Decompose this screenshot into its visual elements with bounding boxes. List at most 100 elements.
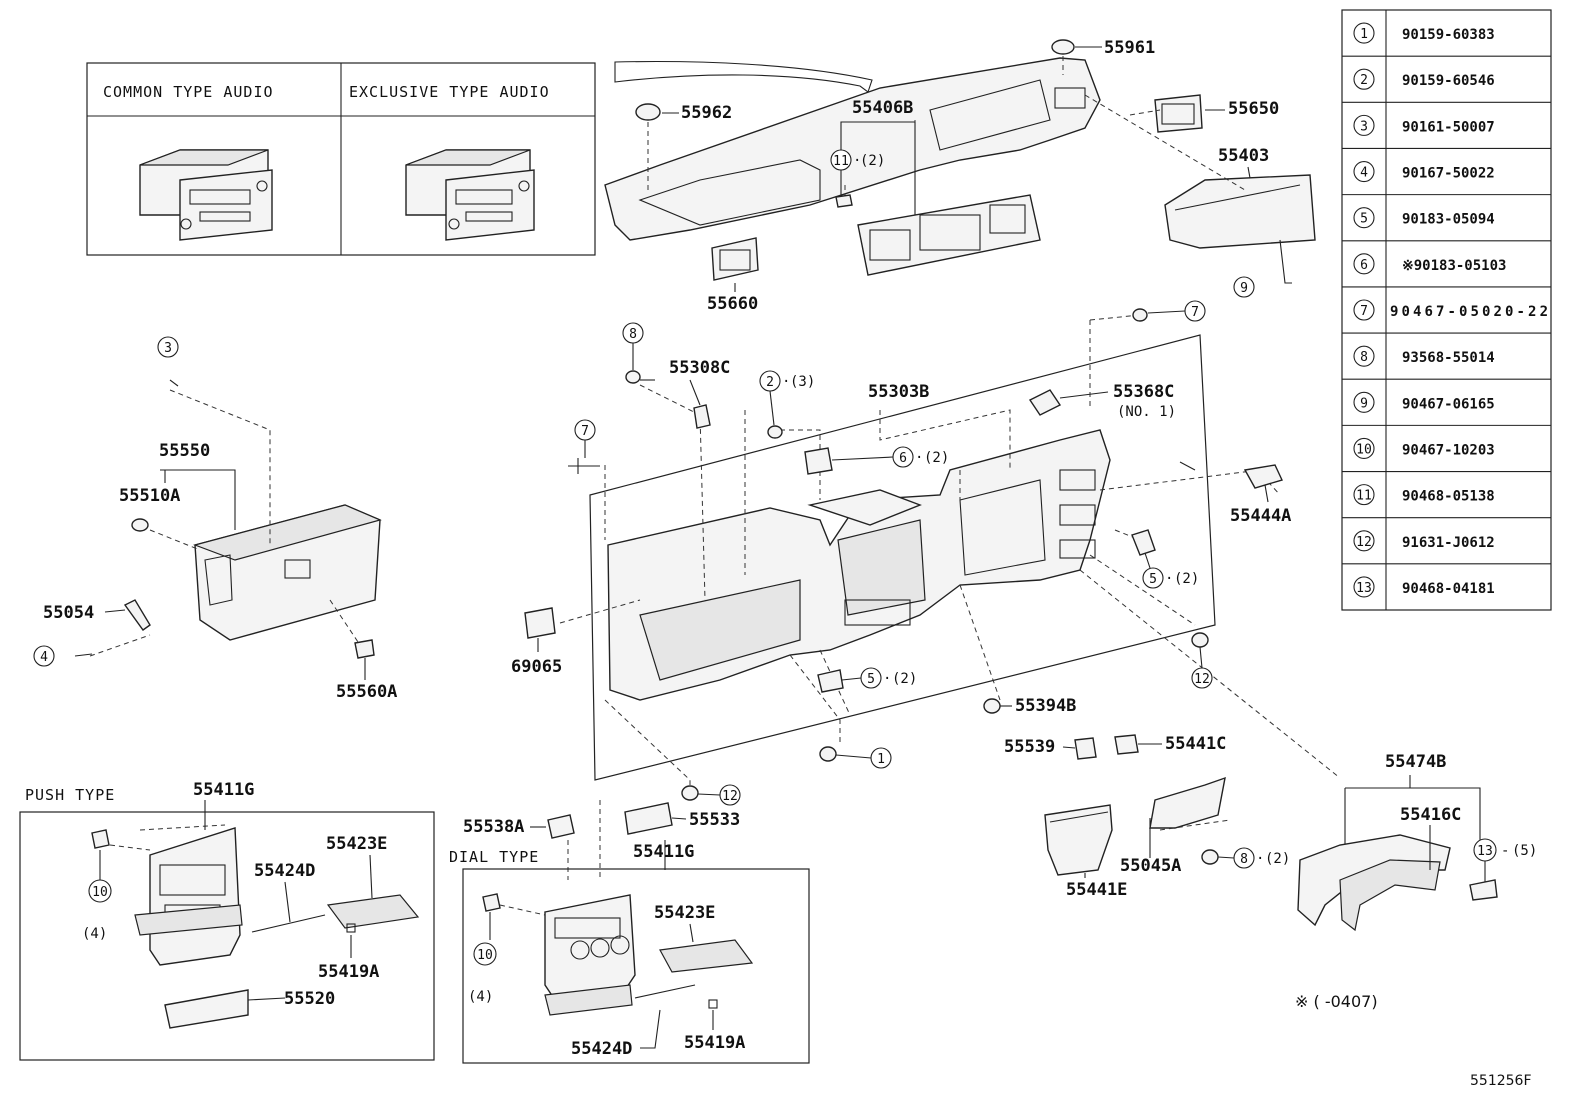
label-push-55424D: 55424D [254,861,315,881]
legend-part-code: 90159-60546 [1402,73,1495,89]
svg-text:8: 8 [629,327,637,342]
label-55368C-note: (NO. 1) [1117,404,1176,420]
label-55539: 55539 [1004,737,1055,757]
legend-part-code: 90159-60383 [1402,27,1495,43]
svg-text:(2): (2) [1265,851,1290,867]
svg-text:(2): (2) [892,671,917,687]
label-dial-55424D: 55424D [571,1039,632,1059]
common-type-audio-header: COMMON TYPE AUDIO [103,83,274,101]
svg-text:(2): (2) [924,450,949,466]
legend-number-circle [1353,207,1375,229]
label-55660: 55660 [707,294,758,314]
legend-row: 1 90159-60383 [1353,22,1495,44]
legend-number-circle [1353,530,1375,552]
label-69065: 69065 [511,657,562,677]
callout-10-push: 10 (4) [82,879,112,942]
legend-number: 4 [1360,166,1368,181]
legend-number: 8 [1360,350,1368,365]
figure-id: 551256F [1470,1073,1532,1089]
svg-text:(3): (3) [790,374,815,390]
legend-number: 3 [1360,119,1368,134]
callout-10-dial: 10 (4) [468,942,497,1005]
label-55650: 55650 [1228,99,1279,119]
legend-part-code: 90183-05094 [1402,212,1495,228]
legend-number: 10 [1356,442,1372,457]
callout-7-lower: 7 [574,419,596,458]
label-55444A: 55444A [1230,506,1291,526]
legend-part-code: 90468-04181 [1402,581,1495,597]
legend-number-circle [1353,299,1375,321]
legend-number-circle [1353,114,1375,136]
callout-4: 4 [33,645,55,667]
callout-8-lower: 8 · (2) [1217,847,1290,869]
common-audio-unit-illustration [139,149,273,241]
svg-text:10: 10 [92,885,108,900]
legend-number-circle [1353,576,1375,598]
footnote-date-range: ※ ( -0407) [1295,992,1378,1011]
callout-6: 6 · (2) [831,446,949,468]
label-55560A: 55560A [336,682,397,702]
label-55368C: 55368C [1113,382,1174,402]
svg-text:7: 7 [581,424,589,439]
glove-box-assembly [74,379,382,659]
svg-text:·: · [782,374,790,390]
legend-number: 7 [1360,304,1368,319]
label-55308C: 55308C [669,358,730,378]
legend-number: 5 [1360,212,1368,227]
legend-part-code: 90167-50022 [1402,166,1495,182]
label-55961: 55961 [1104,38,1155,58]
callout-8-upper: 8 [622,322,644,370]
legend-part-code: 91631-J0612 [1402,535,1495,551]
legend-part-code: 90161-50007 [1402,119,1495,135]
label-dial-55411G: 55411G [633,842,694,862]
label-push-55419A: 55419A [318,962,379,982]
label-55045A: 55045A [1120,856,1181,876]
callout-3: 3 [157,336,179,358]
label-dial-55423E: 55423E [654,903,715,923]
svg-text:13: 13 [1477,844,1493,859]
lower-instrument-panel [524,308,1498,932]
label-push-55520: 55520 [284,989,335,1009]
label-55510A: 55510A [119,486,180,506]
svg-text:2: 2 [766,375,774,390]
label-55303B: 55303B [868,382,929,402]
audio-type-table: COMMON TYPE AUDIO EXCLUSIVE TYPE AUDIO [86,62,596,256]
svg-text:12: 12 [1194,672,1210,687]
callout-9: 9 [1233,276,1255,298]
exclusive-audio-unit-illustration [405,149,535,241]
svg-text:7: 7 [1191,305,1199,320]
label-push-55423E: 55423E [326,834,387,854]
legend-row: 3 90161-50007 [1342,101,1551,136]
svg-text:(5): (5) [1512,843,1537,859]
legend-number: 1 [1360,27,1368,42]
part-number-labels: 55961 55962 55406B 55650 55403 55660 553… [43,38,1461,1059]
svg-text:(2): (2) [860,153,885,169]
legend-number-circle [1353,484,1375,506]
label-55394B: 55394B [1015,696,1076,716]
legend-part-code: ※90183-05103 [1402,258,1506,274]
callout-11: 11 · (2) [830,121,916,215]
upper-instrument-panel [604,39,1316,284]
dial-type-label: DIAL TYPE [449,848,539,866]
svg-text:1: 1 [877,752,885,767]
label-55474B: 55474B [1385,752,1446,772]
svg-text:·: · [853,153,861,169]
svg-text:9: 9 [1240,281,1248,296]
callout-1: 1 [835,747,892,769]
svg-text:12: 12 [722,789,738,804]
label-dial-55419A: 55419A [684,1033,745,1053]
legend-number-circle [1353,68,1375,90]
legend-part-code: 90467-06165 [1402,396,1495,412]
label-55441E: 55441E [1066,880,1127,900]
legend-number: 11 [1356,489,1372,504]
legend-number-circle [1353,253,1375,275]
svg-text:10: 10 [477,948,493,963]
svg-text:(4): (4) [82,926,107,942]
